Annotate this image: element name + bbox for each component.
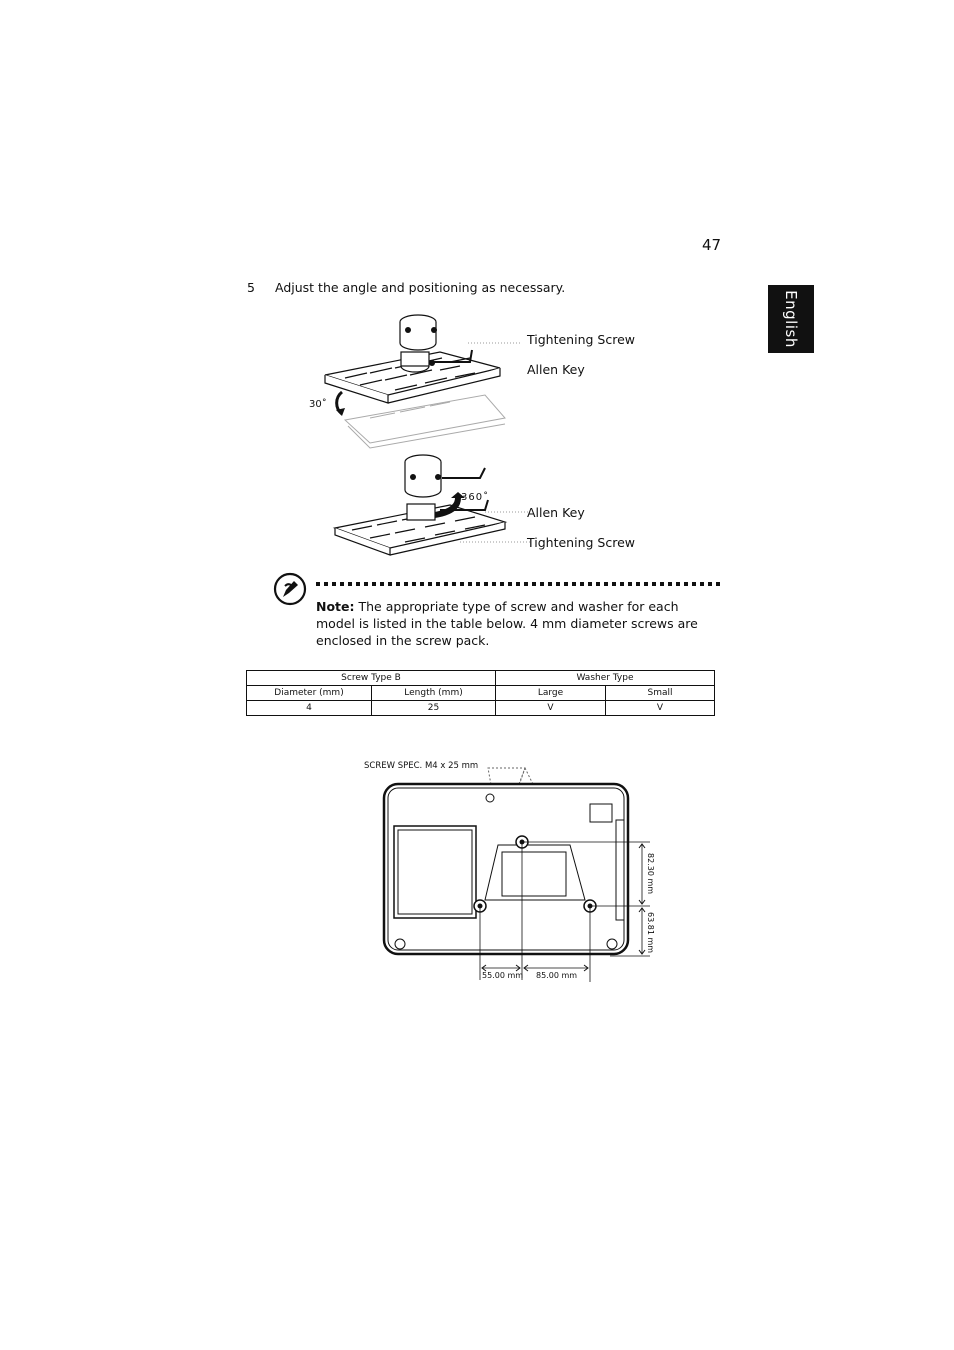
table-group-header-row: Screw Type B Washer Type: [246, 670, 715, 686]
bottom-allen-key-label: Allen Key: [527, 505, 585, 520]
step-instruction: 5 Adjust the angle and positioning as nec…: [247, 280, 565, 295]
table-header-row: Diameter (mm) Length (mm) Large Small: [246, 685, 715, 701]
rotation-label: 360˚: [461, 492, 490, 503]
mount-tilt-figure: [324, 314, 520, 449]
cell-large: V: [495, 700, 606, 716]
dimension-label-2: 63.81 mm: [646, 912, 655, 954]
step-number: 5: [247, 280, 255, 295]
language-tab: English: [768, 285, 814, 353]
note-icon: [273, 572, 307, 606]
note-divider: [316, 582, 722, 586]
table-row: 4 25 V V: [246, 700, 715, 716]
note-heading: Note:: [316, 599, 355, 614]
dimension-label-3: 55.00 mm: [482, 971, 524, 980]
cell-length: 25: [371, 700, 496, 716]
bottom-tightening-screw-label: Tightening Screw: [527, 535, 635, 550]
screw-spec-label: SCREW SPEC. M4 x 25 mm: [364, 761, 479, 771]
cell-diameter: 4: [246, 700, 372, 716]
column-header-small: Small: [605, 685, 715, 701]
top-allen-key-label: Allen Key: [527, 362, 585, 377]
note-text: Note: The appropriate type of screw and …: [316, 598, 716, 649]
screw-spec-table: Screw Type B Washer Type Diameter (mm) L…: [246, 670, 715, 716]
projector-bottom-diagram: [382, 767, 650, 982]
column-header-diameter: Diameter (mm): [246, 685, 372, 701]
dimension-label-4: 85.00 mm: [536, 971, 578, 980]
group-header-screw-type: Screw Type B: [246, 670, 496, 686]
group-header-washer-type: Washer Type: [495, 670, 715, 686]
top-tightening-screw-label: Tightening Screw: [527, 332, 635, 347]
angle-label: 30˚: [309, 399, 327, 410]
column-header-large: Large: [495, 685, 606, 701]
dimension-label-1: 82.30 mm: [646, 853, 655, 895]
language-tab-label: English: [782, 290, 801, 348]
note-body: The appropriate type of screw and washer…: [316, 599, 698, 648]
mount-rotate-figure: [332, 454, 530, 556]
step-text: Adjust the angle and positioning as nece…: [275, 280, 566, 295]
cell-small: V: [605, 700, 715, 716]
page-number: 47: [702, 236, 722, 254]
column-header-length: Length (mm): [371, 685, 496, 701]
